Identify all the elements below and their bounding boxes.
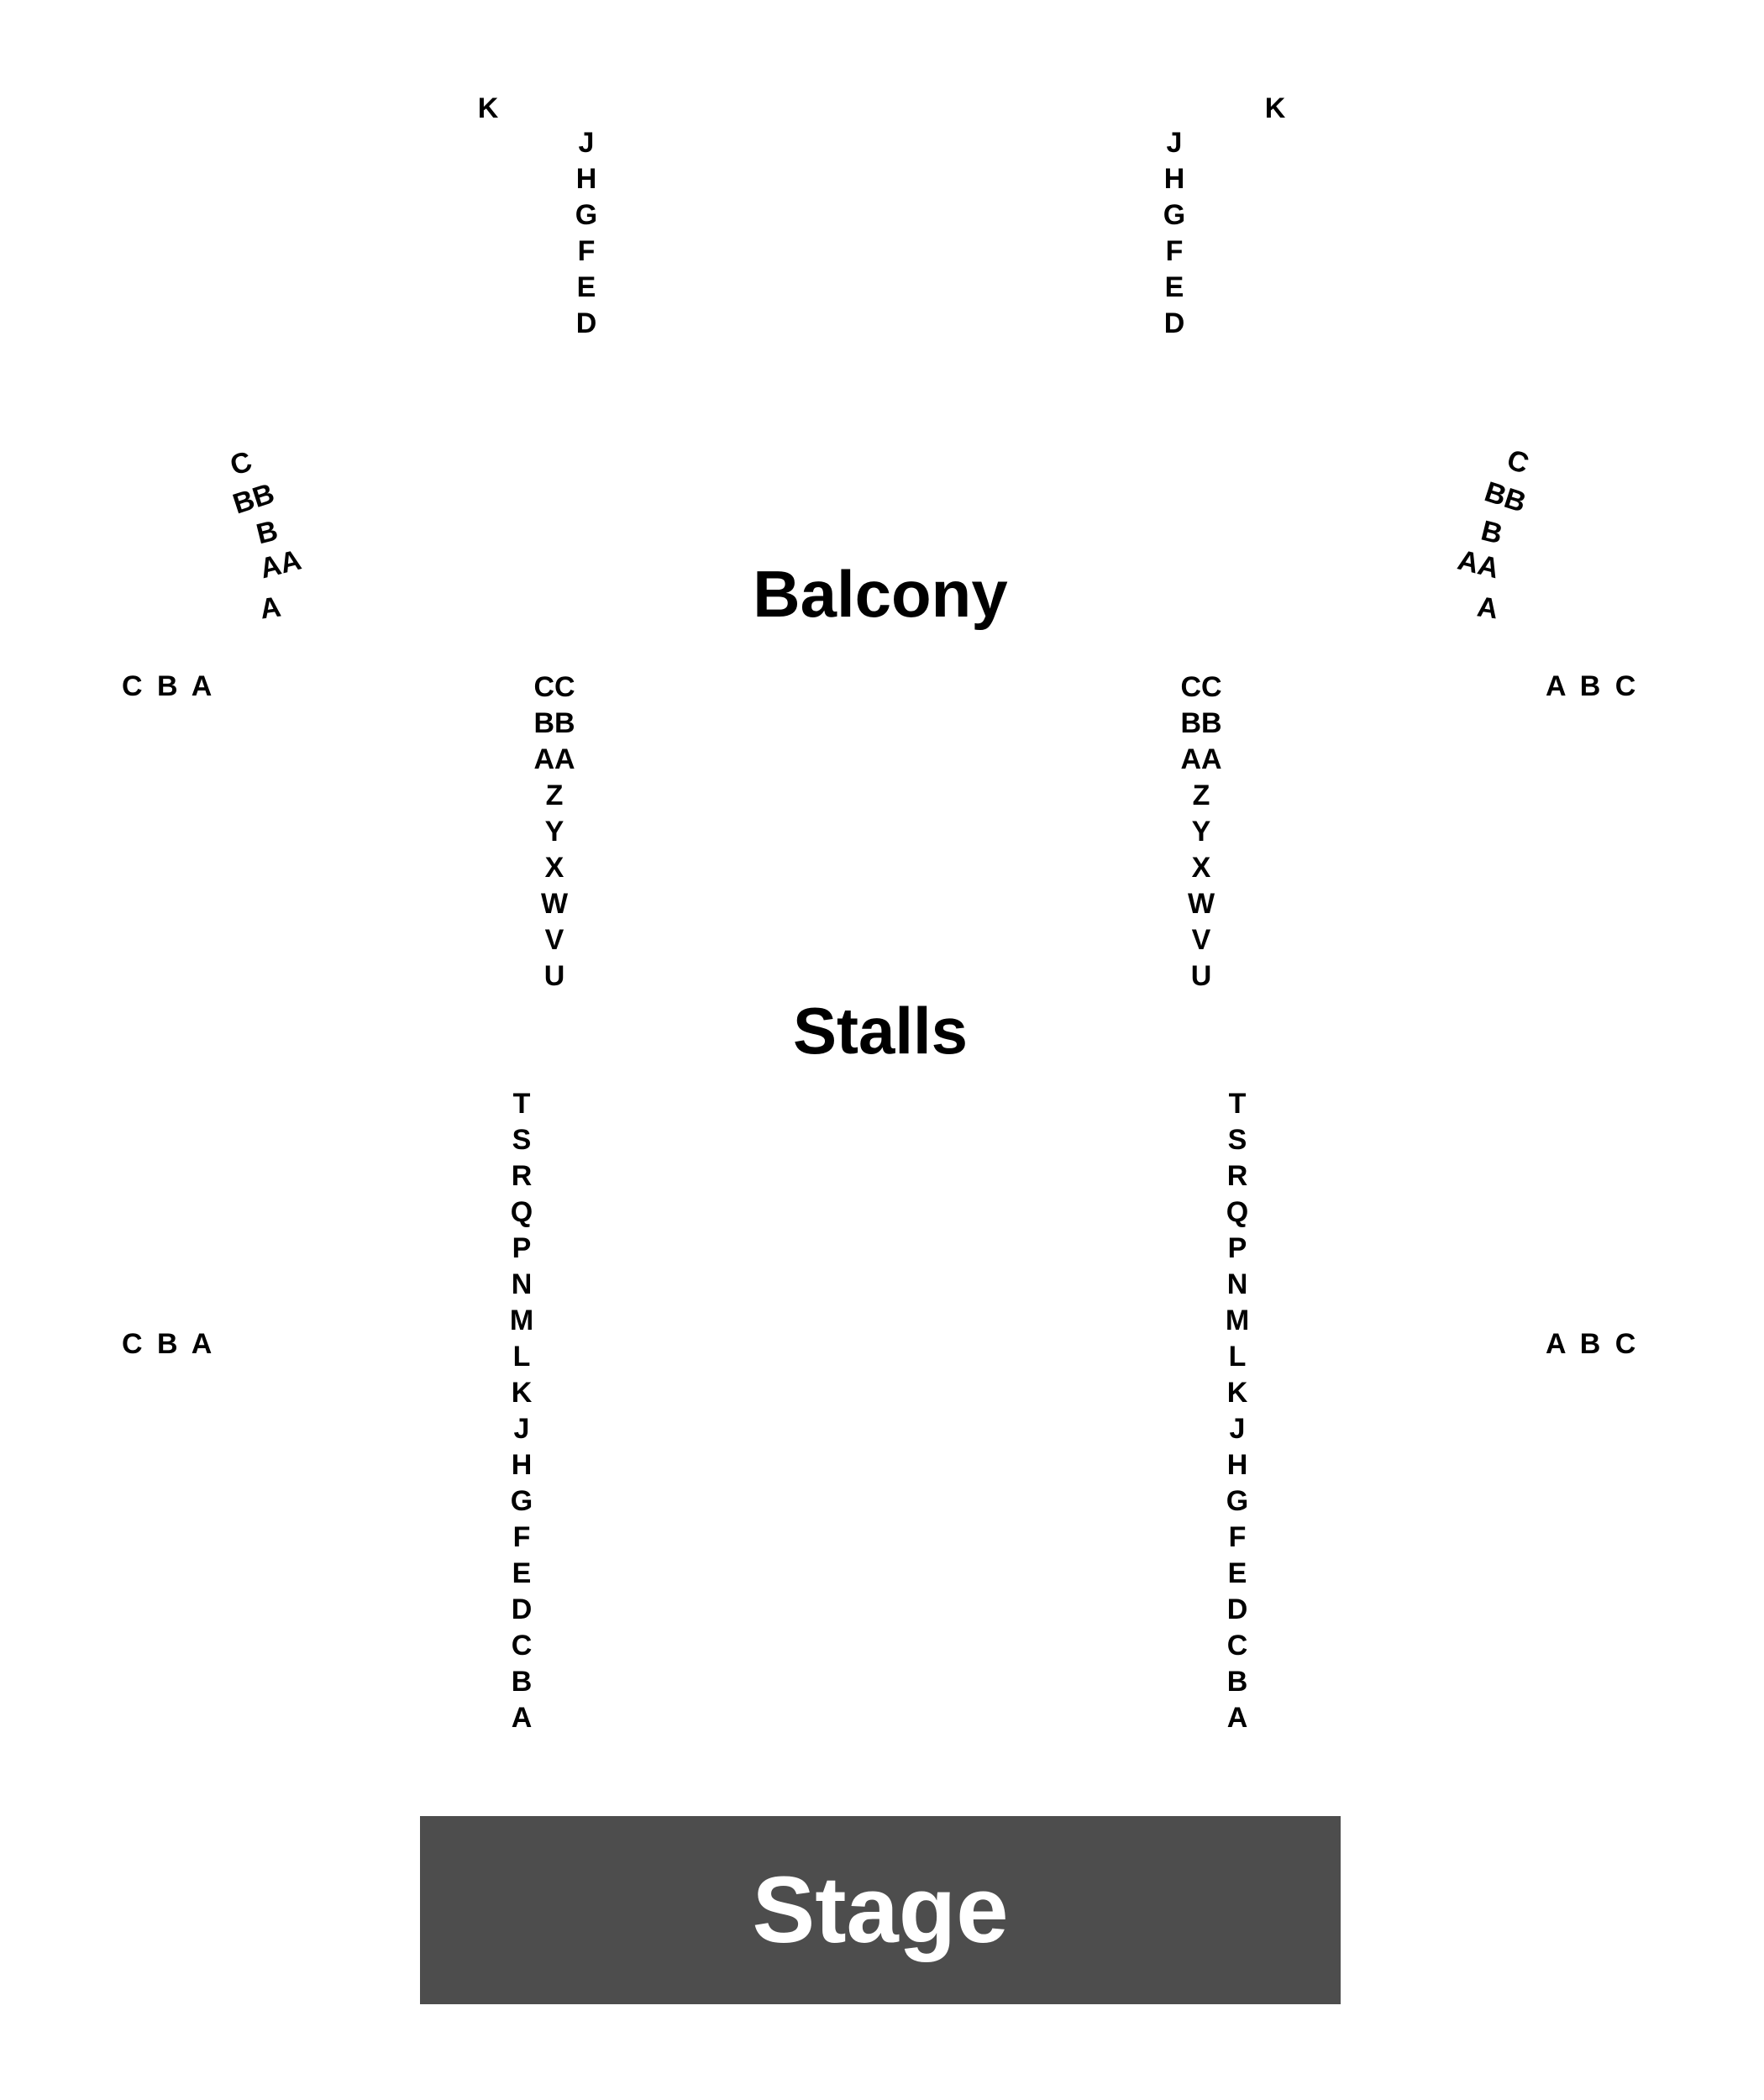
row-label: S [1227, 1124, 1247, 1156]
stalls-aisle-right-rows: T S R Q P N M L K J H G F E D C B A [1226, 1086, 1249, 1736]
balcony-section-title: Balcony [753, 557, 1008, 631]
row-label: D [1226, 1593, 1248, 1625]
row-label: A [511, 1702, 533, 1734]
row-label: J [1166, 127, 1183, 159]
row-label: P [512, 1232, 532, 1264]
row-label: F [1228, 1521, 1247, 1553]
row-label: Y [544, 816, 564, 848]
row-label: H [1226, 1449, 1248, 1481]
row-label: CC [1180, 671, 1222, 703]
row-label: CC [533, 671, 575, 703]
row-label: G [510, 1485, 533, 1517]
row-label: K [1226, 1377, 1248, 1409]
row-label: P [1227, 1232, 1247, 1264]
balcony-side-left-row-a: A [258, 591, 283, 626]
row-label: F [1165, 235, 1184, 267]
row-label: N [1226, 1268, 1248, 1300]
row-label: F [512, 1521, 531, 1553]
row-label: S [512, 1124, 532, 1156]
row-label: H [511, 1449, 533, 1481]
balcony-side-left-row-c: C [226, 445, 256, 482]
balcony-aisle-left-rows: CC BB AA Z Y X W V U [533, 669, 575, 995]
row-label: W [1187, 888, 1215, 920]
row-label: Q [510, 1196, 533, 1228]
row-label: G [575, 199, 598, 231]
row-label: Z [545, 780, 564, 811]
row-label: U [543, 960, 565, 992]
row-label: X [1191, 852, 1211, 884]
balcony-aisle-right-rows: CC BB AA Z Y X W V U [1180, 669, 1221, 995]
row-label: U [1190, 960, 1212, 992]
row-label: G [1163, 199, 1186, 231]
row-label: L [512, 1341, 531, 1373]
balcony-upper-left-rows: J H G F E D [575, 125, 597, 342]
balcony-side-right-row-bb: BB [1480, 475, 1530, 519]
row-label: A [1226, 1702, 1248, 1734]
row-label: Z [1192, 780, 1210, 811]
row-label: K [511, 1377, 533, 1409]
balcony-side-right-row-c: C [1503, 444, 1533, 480]
row-label: AA [1180, 743, 1222, 775]
row-label: E [1227, 1557, 1247, 1589]
stalls-box-right-rows: A B C [1546, 1328, 1636, 1360]
stalls-section-title: Stalls [792, 994, 969, 1068]
row-label: E [512, 1557, 532, 1589]
row-label: G [1226, 1485, 1249, 1517]
row-label: W [540, 888, 569, 920]
row-label: B [511, 1666, 533, 1698]
row-label: D [511, 1593, 533, 1625]
row-label: L [1228, 1341, 1247, 1373]
row-label: Q [1226, 1196, 1249, 1228]
row-label: J [1229, 1413, 1246, 1445]
balcony-side-right-row-a: A [1475, 591, 1500, 626]
row-label: J [513, 1413, 530, 1445]
row-label: T [512, 1088, 531, 1120]
row-label: R [1226, 1160, 1248, 1192]
row-label: D [575, 307, 597, 339]
row-label: AA [533, 743, 575, 775]
balcony-upper-right-rows: J H G F E D [1163, 125, 1185, 342]
stage: Stage [420, 1816, 1341, 2004]
row-label: R [511, 1160, 533, 1192]
row-label: E [1164, 271, 1184, 303]
row-label: E [576, 271, 596, 303]
balcony-side-left-row-b: B [253, 514, 281, 551]
balcony-upper-right-row-k: K [1264, 92, 1286, 124]
balcony-box-right-rows: A B C [1546, 670, 1636, 702]
stage-label: Stage [752, 1857, 1009, 1962]
balcony-side-right-row-b: B [1478, 514, 1506, 551]
balcony-upper-left-row-k: K [477, 92, 499, 124]
row-label: V [544, 924, 564, 956]
row-label: C [1226, 1630, 1248, 1662]
row-label: V [1191, 924, 1211, 956]
row-label: BB [1180, 707, 1222, 739]
row-label: J [578, 127, 595, 159]
row-label: N [511, 1268, 533, 1300]
balcony-box-left-rows: C B A [122, 670, 213, 702]
row-label: T [1228, 1088, 1247, 1120]
row-label: M [1225, 1305, 1250, 1336]
row-label: M [509, 1305, 534, 1336]
stalls-box-left-rows: C B A [122, 1328, 213, 1360]
row-label: BB [533, 707, 575, 739]
row-label: C [511, 1630, 533, 1662]
stalls-aisle-left-rows: T S R Q P N M L K J H G F E D C B A [510, 1086, 533, 1736]
row-label: Y [1191, 816, 1211, 848]
row-label: B [1226, 1666, 1248, 1698]
row-label: H [575, 163, 597, 195]
row-label: D [1163, 307, 1185, 339]
row-label: X [544, 852, 564, 884]
row-label: F [577, 235, 596, 267]
row-label: H [1163, 163, 1185, 195]
